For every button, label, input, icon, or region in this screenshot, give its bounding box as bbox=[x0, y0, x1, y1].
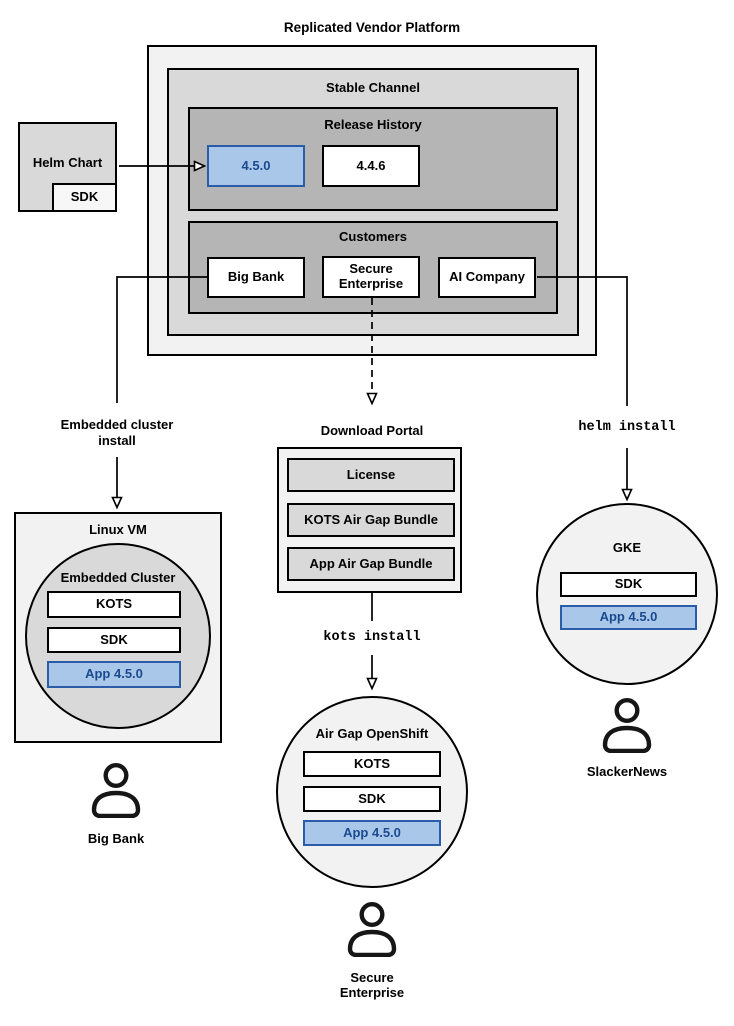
customer-ai-company: AI Company bbox=[438, 257, 536, 298]
secure-enterprise-user-label: Secure Enterprise bbox=[339, 970, 405, 1000]
download-portal-label: Download Portal bbox=[320, 423, 424, 438]
gke-app-box: App 4.5.0 bbox=[560, 605, 697, 630]
embedded-app-box: App 4.5.0 bbox=[47, 661, 181, 688]
airgap-kots-box: KOTS bbox=[303, 751, 441, 777]
airgap-sdk-box: SDK bbox=[303, 786, 441, 812]
big-bank-person-icon bbox=[91, 763, 141, 818]
release-version-4-5-0: 4.5.0 bbox=[207, 145, 305, 187]
gke-sdk-box: SDK bbox=[560, 572, 697, 597]
portal-license-box: License bbox=[287, 458, 455, 492]
linux-vm-label: Linux VM bbox=[89, 522, 147, 537]
embedded-install-label: Embedded cluster install bbox=[60, 417, 174, 448]
portal-kots-bundle-box: KOTS Air Gap Bundle bbox=[287, 503, 455, 537]
customer-big-bank: Big Bank bbox=[207, 257, 305, 298]
helm-chart-box: Helm Chart SDK bbox=[18, 122, 117, 212]
airgap-app-box: App 4.5.0 bbox=[303, 820, 441, 846]
customers-label: Customers bbox=[339, 229, 407, 244]
helm-install-label: helm install bbox=[578, 420, 676, 435]
embedded-cluster-label: Embedded Cluster bbox=[60, 570, 176, 585]
slackernews-user-label: SlackerNews bbox=[586, 764, 668, 779]
diagram-title: Replicated Vendor Platform bbox=[283, 20, 461, 35]
portal-app-bundle-box: App Air Gap Bundle bbox=[287, 547, 455, 581]
kots-install-label: kots install bbox=[323, 630, 421, 645]
airgap-openshift-label: Air Gap OpenShift bbox=[315, 726, 429, 741]
secure-enterprise-person-icon bbox=[347, 902, 397, 957]
helm-chart-label: Helm Chart bbox=[32, 155, 103, 170]
customer-secure-enterprise: Secure Enterprise bbox=[322, 256, 420, 298]
big-bank-user-label: Big Bank bbox=[87, 831, 145, 846]
stable-channel-label: Stable Channel bbox=[326, 80, 420, 95]
release-history-label: Release History bbox=[324, 117, 422, 132]
gke-label: GKE bbox=[612, 540, 642, 555]
slackernews-person-icon bbox=[602, 698, 652, 753]
embedded-kots-box: KOTS bbox=[47, 591, 181, 618]
release-version-4-4-6: 4.4.6 bbox=[322, 145, 420, 187]
helm-chart-sdk-box: SDK bbox=[52, 183, 117, 212]
embedded-sdk-box: SDK bbox=[47, 627, 181, 653]
